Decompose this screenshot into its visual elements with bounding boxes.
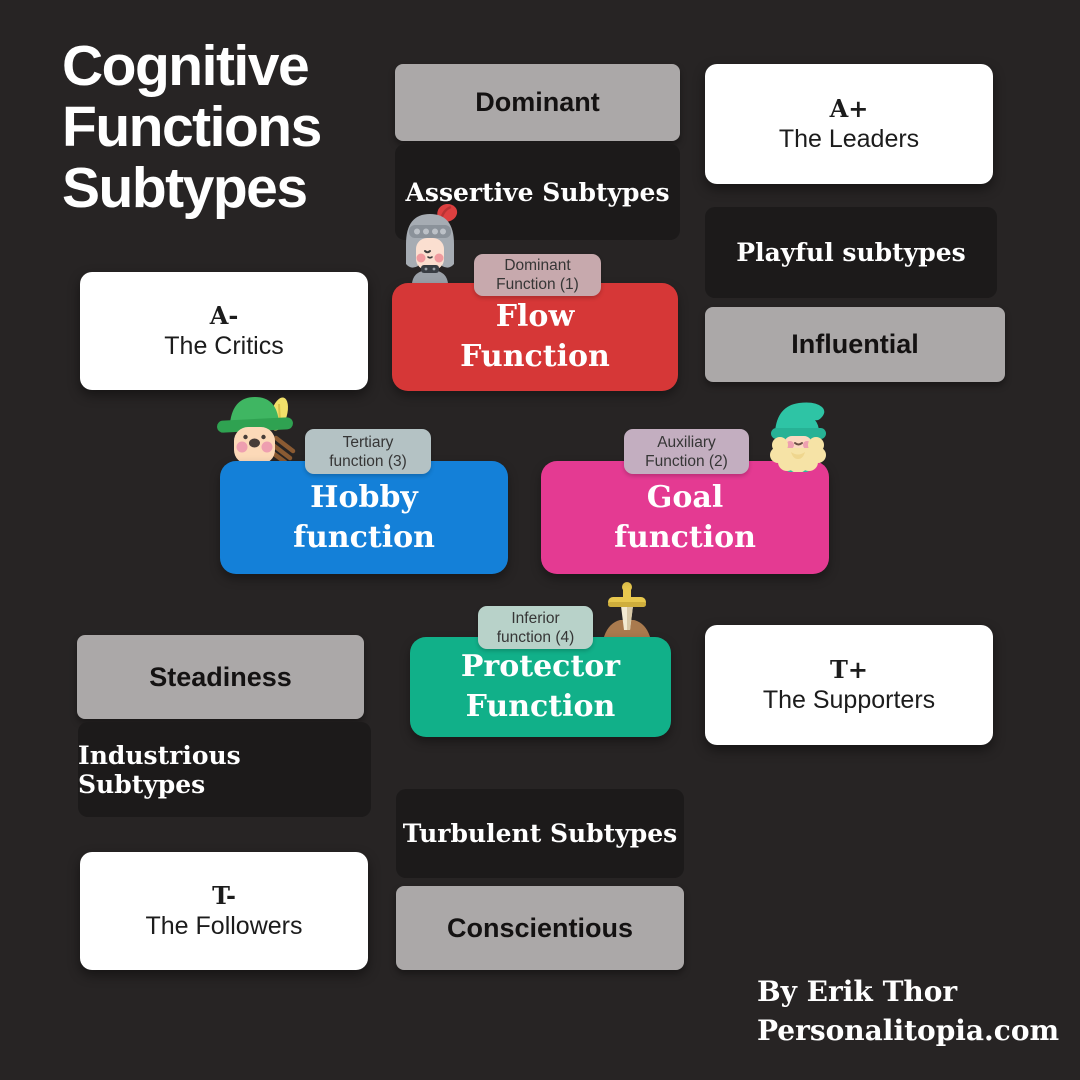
steadiness-trait-label: Steadiness	[149, 661, 292, 692]
dominant-trait-label: Dominant	[475, 87, 600, 117]
dominant-trait-button: Dominant	[395, 64, 680, 141]
inferior-function-tag: Inferior function (4)	[478, 606, 593, 649]
followers-name: The Followers	[145, 912, 303, 940]
page-title: Cognitive Functions Subtypes	[62, 36, 422, 219]
dominant-function-tag-line1: Dominant	[504, 257, 571, 274]
conscientious-trait-button: Conscientious	[396, 886, 684, 970]
credit-text: By Erik Thor Personalitopia.com	[757, 972, 1059, 1050]
influential-trait-label: Influential	[791, 329, 919, 359]
protector-function-line2: Function	[465, 689, 616, 724]
followers-card: T- The Followers	[80, 852, 368, 970]
flow-function-line1: Flow	[495, 299, 575, 334]
dominant-function-tag: Dominant Function (1)	[474, 254, 601, 296]
hobby-function-line2: function	[293, 519, 435, 555]
auxiliary-function-tag: Auxiliary Function (2)	[624, 429, 749, 474]
dominant-function-tag-line2: Function (1)	[496, 276, 579, 293]
steadiness-trait-button: Steadiness	[77, 635, 364, 719]
hobby-function-box: Hobby function	[220, 461, 508, 574]
inferior-function-tag-line2: function (4)	[496, 628, 575, 646]
page-title-line3: Subtypes	[62, 156, 308, 220]
tertiary-function-tag-line1: Tertiary	[342, 433, 394, 451]
knight-icon	[398, 202, 462, 290]
industrious-subtypes-panel: Industrious Subtypes	[78, 722, 371, 817]
critics-code: A-	[209, 301, 239, 330]
protector-function-box: Protector Function	[410, 637, 671, 737]
leaders-code: A+	[829, 94, 869, 123]
gnome-icon	[763, 396, 831, 473]
assertive-subtypes-label: Assertive Subtypes	[405, 177, 670, 207]
conscientious-trait-label: Conscientious	[446, 912, 634, 943]
leaders-name: The Leaders	[778, 125, 920, 153]
supporters-card: T+ The Supporters	[705, 625, 993, 745]
turbulent-subtypes-panel: Turbulent Subtypes	[396, 789, 684, 878]
page-title-line1: Cognitive	[62, 34, 310, 98]
flow-function-line2: Function	[460, 339, 610, 374]
auxiliary-function-tag-line2: Function (2)	[645, 452, 728, 470]
elf-icon	[208, 390, 300, 465]
credit-author: By Erik Thor	[757, 975, 958, 1008]
page-title-line2: Functions	[62, 95, 322, 159]
goal-function-line1: Goal	[646, 479, 724, 515]
tertiary-function-tag: Tertiary function (3)	[305, 429, 431, 474]
auxiliary-function-tag-line1: Auxiliary	[657, 433, 716, 451]
credit-website: Personalitopia.com	[757, 1014, 1060, 1047]
influential-trait-button: Influential	[705, 307, 1005, 382]
inferior-function-tag-line1: Inferior	[511, 609, 560, 627]
playful-subtypes-panel: Playful subtypes	[705, 207, 997, 298]
critics-card: A- The Critics	[80, 272, 368, 390]
followers-code: T-	[212, 881, 236, 910]
leaders-card: A+ The Leaders	[705, 64, 993, 184]
flow-function-box: Flow Function	[392, 283, 678, 391]
tertiary-function-tag-line2: function (3)	[329, 452, 407, 470]
supporters-name: The Supporters	[762, 686, 936, 714]
goal-function-box: Goal function	[541, 461, 829, 574]
critics-name: The Critics	[164, 332, 284, 360]
playful-subtypes-label: Playful subtypes	[736, 238, 966, 267]
protector-function-line1: Protector	[460, 649, 621, 684]
industrious-subtypes-label: Industrious Subtypes	[78, 740, 241, 799]
hobby-function-line1: Hobby	[310, 479, 418, 515]
goal-function-line2: function	[614, 519, 756, 555]
turbulent-subtypes-label: Turbulent Subtypes	[402, 819, 678, 848]
supporters-code: T+	[830, 655, 868, 684]
